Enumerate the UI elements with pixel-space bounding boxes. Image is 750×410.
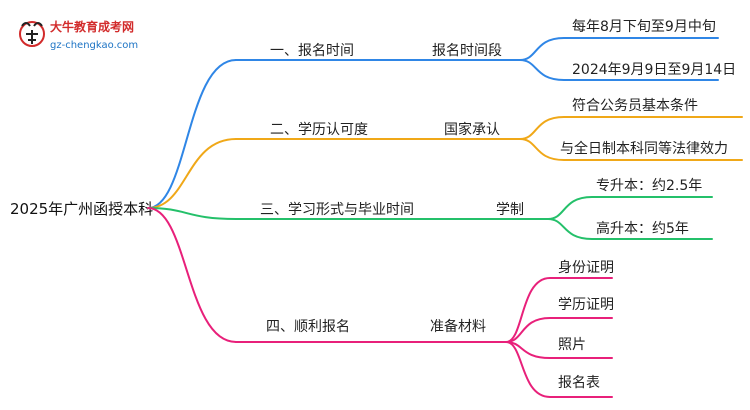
leaf-4-3: 照片 [558, 337, 586, 353]
root-node-label: 2025年广州函授本科 [10, 200, 153, 218]
site-logo: 大牛教育成考网 gz-chengkao.com [19, 19, 138, 51]
branch-label-2: 二、学历认可度 [270, 122, 368, 138]
root-to-branch-4-line [147, 207, 237, 343]
logo-url: gz-chengkao.com [50, 40, 138, 51]
root-to-branch-1-line [147, 59, 237, 209]
leaf-4-4: 报名表 [558, 375, 600, 391]
branch-1-leaf-1-line [519, 37, 719, 61]
branch-label-3: 三、学习形式与毕业时间 [260, 202, 414, 218]
root-to-branch-3-line [147, 207, 237, 220]
branch-1-leaf-2-line [519, 59, 719, 81]
leaf-2-1: 符合公务员基本条件 [572, 97, 698, 114]
branch-3-leaf-2-line [547, 218, 713, 240]
connector-lines [147, 37, 743, 398]
branch-3-leaf-1-line [547, 196, 713, 220]
branch-sub-3: 学制 [496, 202, 524, 218]
leaf-4-2: 学历证明 [558, 297, 614, 313]
branch-4-leaf-2-line [505, 317, 613, 343]
logo-title: 大牛教育成考网 [50, 19, 134, 34]
leaf-1-2: 2024年9月9日至9月14日 [572, 62, 736, 78]
bull-logo-icon [19, 21, 45, 47]
branch-sub-2: 国家承认 [444, 121, 500, 138]
branch-sub-4: 准备材料 [430, 318, 486, 335]
leaf-2-2: 与全日制本科同等法律效力 [560, 140, 728, 157]
branch-label-4: 四、顺利报名 [266, 319, 350, 335]
root-to-branch-2-line [147, 138, 237, 209]
branch-4-leaf-1-line [505, 277, 613, 343]
leaf-3-1: 专升本：约2.5年 [596, 178, 702, 194]
leaf-4-1: 身份证明 [558, 260, 614, 276]
branch-label-1: 一、报名时间 [270, 43, 354, 59]
branch-2-leaf-1-line [519, 116, 743, 140]
leaf-1-1: 每年8月下旬至9月中旬 [572, 19, 716, 35]
branch-4-leaf-4-line [505, 341, 613, 398]
branch-sub-1: 报名时间段 [432, 43, 502, 59]
leaf-3-2: 高升本：约5年 [596, 220, 689, 237]
branch-2-leaf-2-line [519, 138, 743, 161]
branch-4-leaf-3-line [505, 341, 613, 359]
